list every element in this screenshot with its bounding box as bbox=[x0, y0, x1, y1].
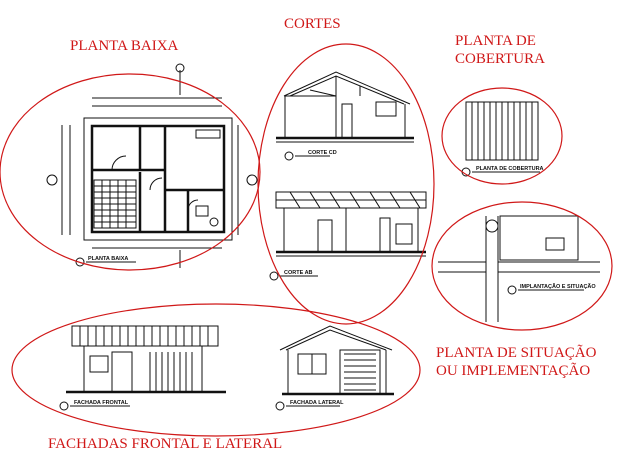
side-elevation-caption: FACHADA LATERAL bbox=[290, 400, 344, 406]
site-plan-drawing: IMPLANTAÇÃO E SITUAÇÃO bbox=[438, 215, 600, 322]
label-cortes: CORTES bbox=[284, 16, 341, 32]
roof-plan-drawing: PLANTA DE COBERTURA bbox=[461, 101, 544, 177]
label-fachadas: FACHADAS FRONTAL E LATERAL bbox=[48, 436, 282, 452]
floor-plan-drawing: PLANTA BAIXA bbox=[46, 63, 258, 268]
label-planta-cobertura-line2: COBERTURA bbox=[455, 51, 545, 67]
section-cd-drawing: CORTE CD bbox=[276, 71, 414, 161]
sections-ellipse bbox=[257, 43, 435, 325]
floor-plan-ellipse bbox=[0, 73, 261, 271]
stair-hatch bbox=[93, 179, 137, 229]
site-plan-caption: IMPLANTAÇÃO E SITUAÇÃO bbox=[520, 283, 596, 290]
section-ab-drawing: CORTE AB bbox=[269, 191, 427, 281]
section-2-caption: CORTE AB bbox=[284, 270, 313, 276]
elevations-ellipse bbox=[11, 303, 421, 437]
front-elevation-caption: FACHADA FRONTAL bbox=[74, 400, 129, 406]
label-situacao-line1: PLANTA DE SITUAÇÃO bbox=[436, 345, 597, 361]
label-situacao-line2: OU IMPLEMENTAÇÃO bbox=[436, 363, 590, 379]
front-elevation-drawing: FACHADA FRONTAL bbox=[59, 325, 226, 411]
site-plan-ellipse bbox=[431, 201, 613, 331]
side-elevation-drawing: FACHADA LATERAL bbox=[275, 325, 394, 411]
roof-plan-caption: PLANTA DE COBERTURA bbox=[476, 166, 544, 172]
section-1-caption: CORTE CD bbox=[308, 150, 337, 156]
label-planta-baixa: PLANTA BAIXA bbox=[70, 38, 179, 54]
roof-plan-ellipse bbox=[441, 87, 563, 185]
floor-plan-caption: PLANTA BAIXA bbox=[88, 256, 128, 262]
label-planta-cobertura-line1: PLANTA DE bbox=[455, 33, 536, 49]
